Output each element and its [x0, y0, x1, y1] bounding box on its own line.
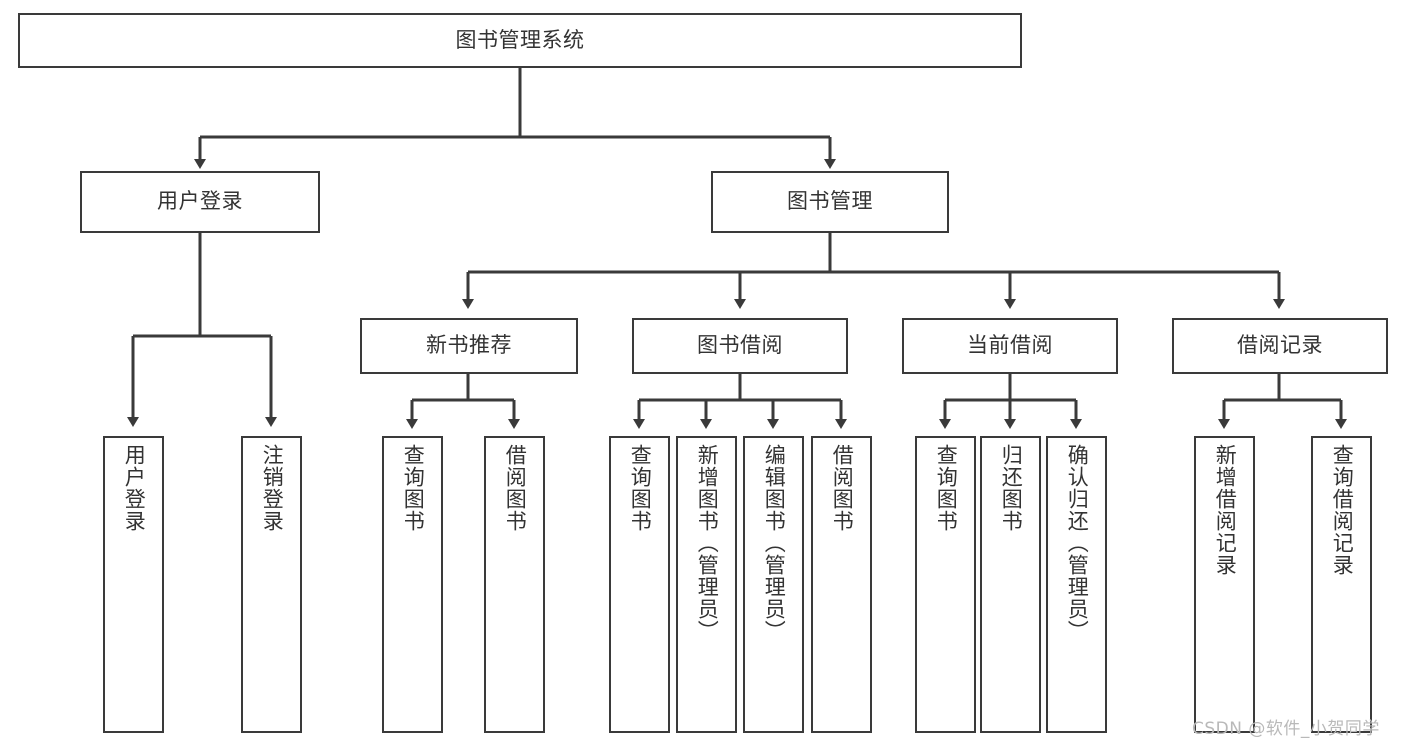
node-label: 借阅记录	[1237, 333, 1323, 358]
node-label: 借阅图书	[503, 444, 528, 532]
node-label: 当前借阅	[967, 333, 1053, 358]
watermark-text: CSDN @软件_小贺同学	[1192, 719, 1380, 739]
node-label: 编辑图书（管理员）	[762, 444, 787, 642]
node-label: 查询图书	[401, 444, 426, 532]
leaf-borrow-record-query-record[interactable]: 查询借阅记录	[1311, 436, 1372, 733]
leaf-current-borrow-return-book[interactable]: 归还图书	[980, 436, 1041, 733]
node-label: 图书借阅	[697, 333, 783, 358]
node-label: 图书管理	[787, 189, 873, 214]
leaf-current-borrow-query-book[interactable]: 查询图书	[915, 436, 976, 733]
node-label: 确认归还（管理员）	[1065, 444, 1090, 642]
node-label: 查询借阅记录	[1330, 444, 1355, 576]
leaf-user-login-logout[interactable]: 注销登录	[241, 436, 302, 733]
leaf-current-borrow-confirm-return-admin[interactable]: 确认归还（管理员）	[1046, 436, 1107, 733]
node-book-management[interactable]: 图书管理	[711, 171, 949, 233]
node-label: 新书推荐	[426, 333, 512, 358]
leaf-book-borrow-query-book[interactable]: 查询图书	[609, 436, 670, 733]
node-label: 查询图书	[934, 444, 959, 532]
leaf-new-book-query-book[interactable]: 查询图书	[382, 436, 443, 733]
node-label: 图书管理系统	[455, 27, 585, 52]
leaf-borrow-record-add-record[interactable]: 新增借阅记录	[1194, 436, 1255, 733]
leaf-book-borrow-add-book-admin[interactable]: 新增图书（管理员）	[676, 436, 737, 733]
node-label: 注销登录	[260, 444, 285, 532]
node-new-book-recommend[interactable]: 新书推荐	[360, 318, 578, 374]
leaf-user-login-login[interactable]: 用户登录	[103, 436, 164, 733]
leaf-book-borrow-edit-book-admin[interactable]: 编辑图书（管理员）	[743, 436, 804, 733]
leaf-new-book-borrow-book[interactable]: 借阅图书	[484, 436, 545, 733]
node-label: 新增借阅记录	[1213, 444, 1238, 576]
leaf-book-borrow-borrow-book[interactable]: 借阅图书	[811, 436, 872, 733]
node-label: 归还图书	[999, 444, 1024, 532]
node-current-borrow[interactable]: 当前借阅	[902, 318, 1118, 374]
node-root-book-management-system[interactable]: 图书管理系统	[18, 13, 1022, 68]
node-label: 用户登录	[157, 189, 243, 214]
node-user-login[interactable]: 用户登录	[80, 171, 320, 233]
node-label: 用户登录	[122, 444, 147, 532]
node-label: 借阅图书	[830, 444, 855, 532]
node-book-borrow[interactable]: 图书借阅	[632, 318, 848, 374]
node-borrow-record[interactable]: 借阅记录	[1172, 318, 1388, 374]
node-label: 查询图书	[628, 444, 653, 532]
node-label: 新增图书（管理员）	[695, 444, 720, 642]
